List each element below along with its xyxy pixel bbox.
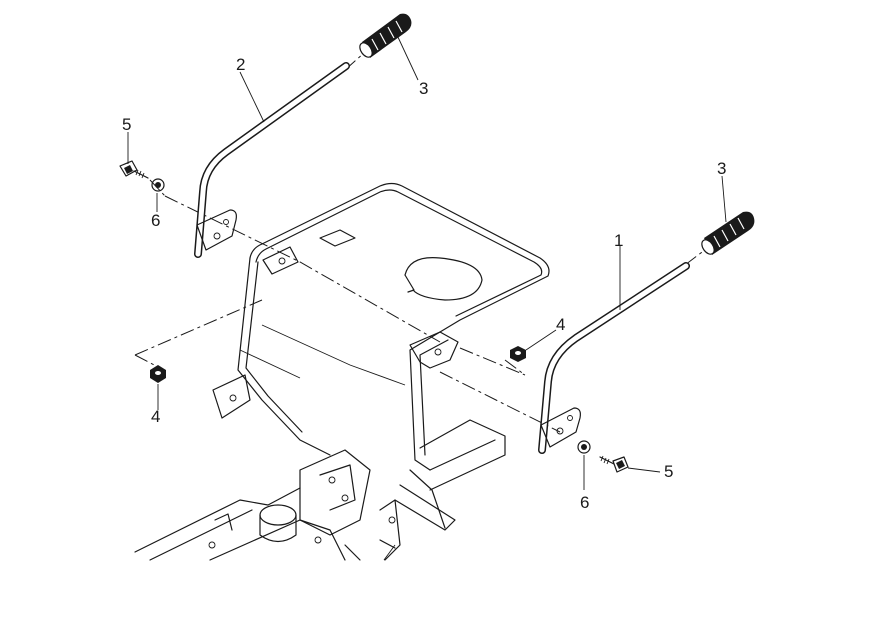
leader-lines [127,34,727,490]
callout-3-left: 3 [419,79,428,98]
nut-right [510,346,526,362]
handle-bar-right [538,262,690,454]
callout-1: 1 [614,231,623,250]
bolt-right [599,455,629,473]
callout-6-right: 6 [580,493,589,512]
grip-left [359,13,412,59]
callout-4-left: 4 [151,407,160,426]
callout-5-right: 5 [664,462,673,481]
washer-left [151,178,165,192]
callout-4-right: 4 [556,315,565,334]
bolt-left [119,160,149,179]
washer-right [577,440,591,454]
nut-left [150,365,166,383]
callout-5-left: 5 [122,115,131,134]
callout-3-right: 3 [717,159,726,178]
callout-6-left: 6 [151,211,160,230]
chassis-frame [134,374,506,561]
fender-pan [237,182,550,529]
handle-bar-left [194,62,350,258]
callout-2: 2 [236,55,245,74]
grip-right [701,211,755,255]
callout-labels: 1 2 3 3 4 4 5 5 6 6 [122,55,726,512]
